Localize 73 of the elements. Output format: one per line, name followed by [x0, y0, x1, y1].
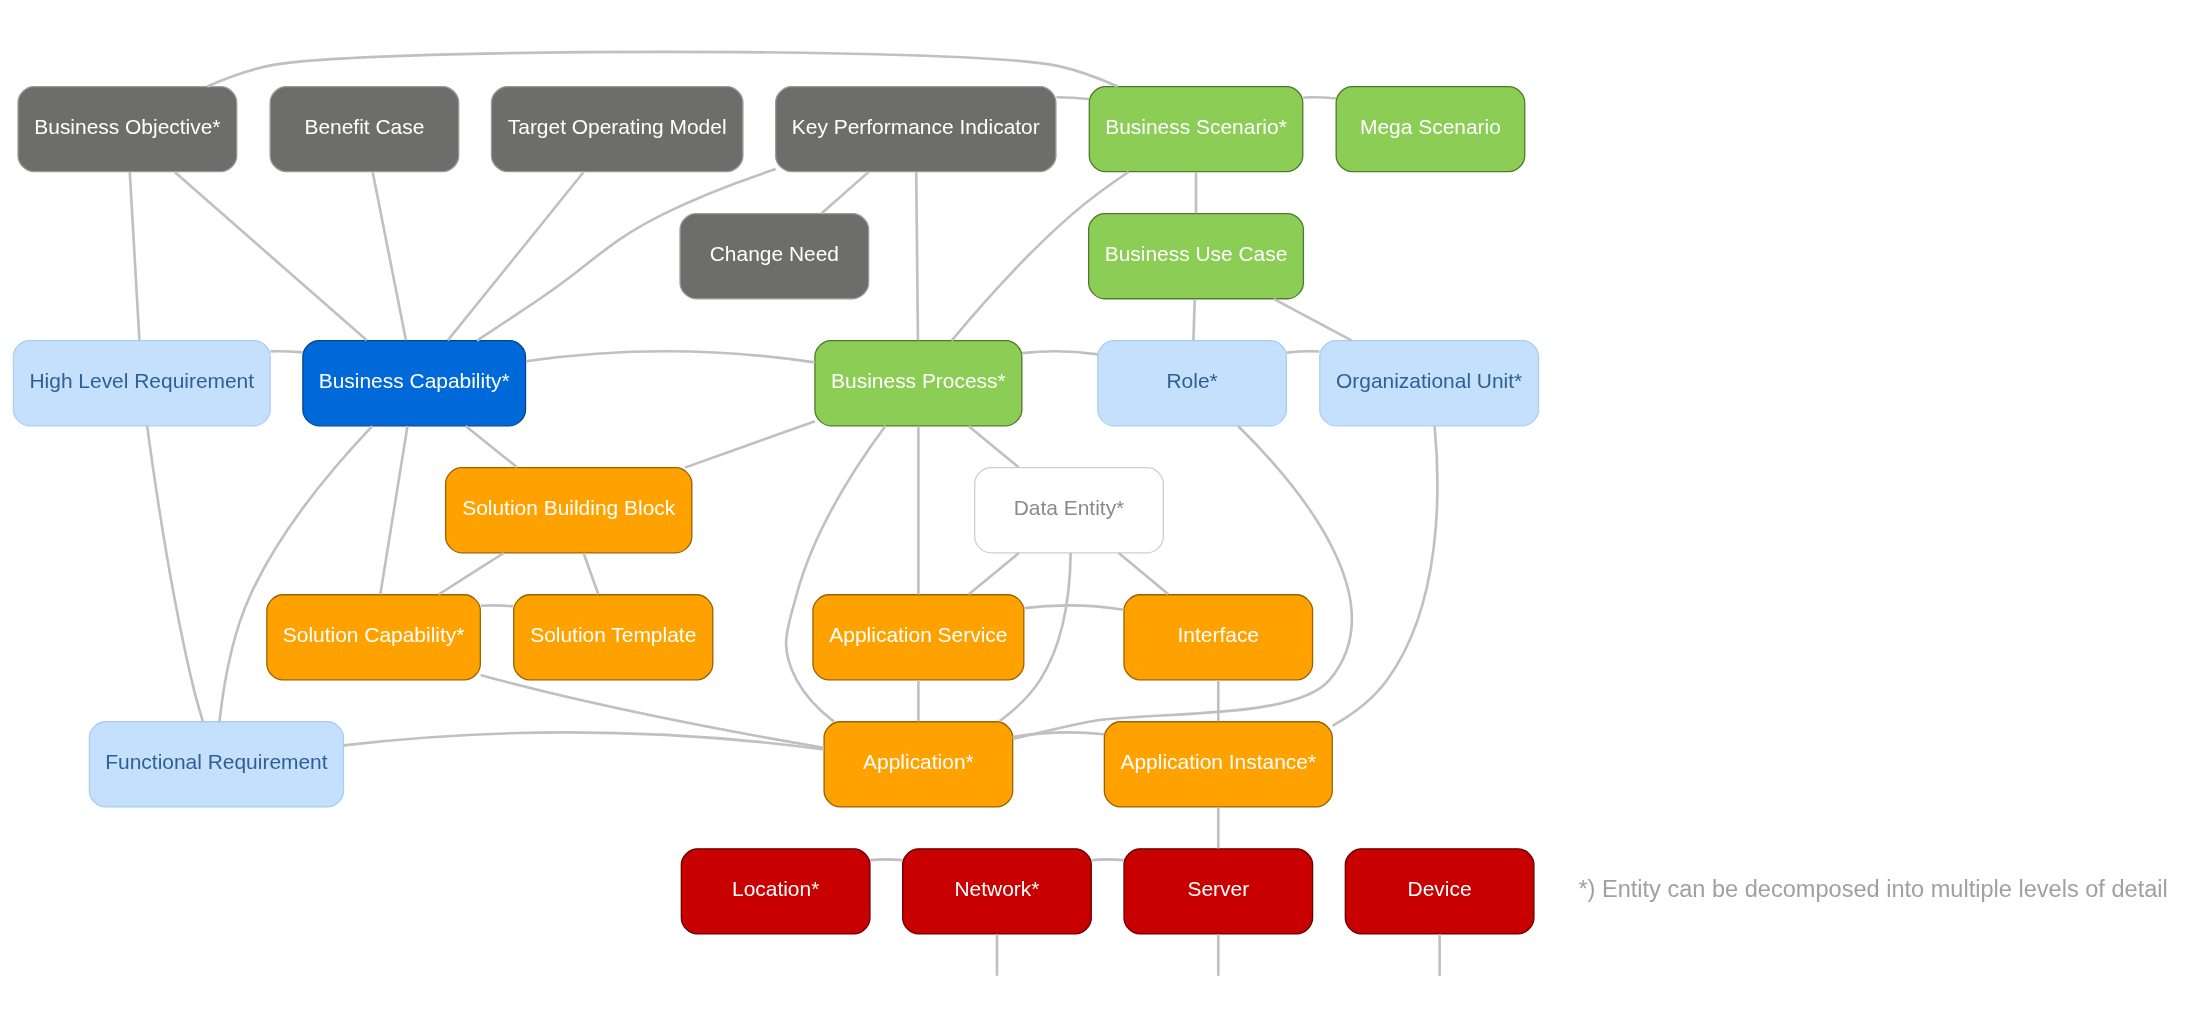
connector: [437, 551, 505, 596]
node-box: Application*: [823, 721, 1014, 808]
connector: [218, 425, 374, 722]
connector: [480, 673, 824, 750]
connector: [1217, 934, 1220, 976]
node-box: Interface: [1123, 594, 1314, 681]
connector: [1331, 426, 1439, 728]
connector: [998, 552, 1072, 723]
node-box: Data Entity*: [974, 467, 1164, 554]
connector: [1021, 350, 1098, 356]
connector: [1438, 934, 1441, 976]
connector: [950, 170, 1130, 342]
connector: [480, 604, 514, 608]
connector: [1217, 807, 1220, 849]
connector: [446, 171, 585, 342]
connector: [1217, 680, 1220, 722]
connector: [1023, 604, 1124, 611]
connector: [917, 680, 920, 722]
label: *) Entity can be decomposed into multiple levels of detail: [1578, 876, 2168, 903]
node-box: Business Scenario*: [1088, 85, 1304, 173]
connector: [1056, 95, 1090, 101]
connector: [967, 424, 1020, 469]
connector: [917, 426, 920, 595]
node-box: Application Service: [812, 594, 1025, 681]
connector: [525, 350, 816, 364]
connector: [1303, 95, 1337, 100]
node-box: Mega Scenario: [1335, 85, 1526, 173]
connector: [1273, 297, 1353, 342]
node-box: Application Instance*: [1103, 721, 1333, 808]
node-box: Target Operating Model: [490, 85, 744, 173]
connector: [1091, 858, 1124, 862]
connector: [1012, 731, 1105, 739]
connector: [476, 167, 777, 342]
connector: [1286, 350, 1320, 354]
node-box: Role*: [1097, 340, 1288, 427]
node-box: Business Use Case: [1088, 212, 1305, 300]
connector: [1194, 171, 1198, 214]
connector: [582, 552, 600, 595]
node-box: Device: [1344, 848, 1535, 935]
connector: [128, 171, 141, 341]
connector: [784, 425, 887, 723]
connector: [206, 50, 1119, 88]
connector: [870, 858, 903, 862]
node-box: Solution Template: [513, 594, 714, 681]
connector: [145, 425, 205, 722]
node-box: Business Objective*: [17, 85, 238, 173]
node-box: Network*: [902, 848, 1092, 935]
node-box: Key Performance Indicator: [775, 85, 1057, 173]
connector: [995, 934, 999, 976]
node-box: Solution Capability*: [266, 594, 481, 681]
connector: [820, 170, 870, 215]
node-box: Organizational Unit*: [1319, 340, 1540, 427]
node-box: Server: [1123, 848, 1314, 935]
connector: [1117, 551, 1170, 596]
node-box: Solution Building Block: [444, 467, 693, 554]
node-box: Business Capability*: [302, 340, 527, 427]
connector: [968, 551, 1020, 596]
connector: [379, 425, 409, 595]
connector: [173, 171, 368, 342]
node-box: Functional Requirement: [88, 721, 345, 808]
node-box: Benefit Case: [269, 85, 460, 173]
connector: [684, 420, 816, 469]
connector: [914, 171, 920, 341]
connector: [371, 171, 408, 341]
connector: [343, 731, 825, 751]
node-box: Location*: [680, 848, 871, 935]
connector: [270, 350, 303, 354]
connector: [1012, 425, 1353, 741]
node-box: Change Need: [679, 212, 870, 300]
connector: [464, 424, 518, 469]
node-box: Business Process*: [814, 340, 1023, 427]
connector: [1192, 298, 1197, 341]
node-box: High Level Requirement: [12, 340, 271, 427]
